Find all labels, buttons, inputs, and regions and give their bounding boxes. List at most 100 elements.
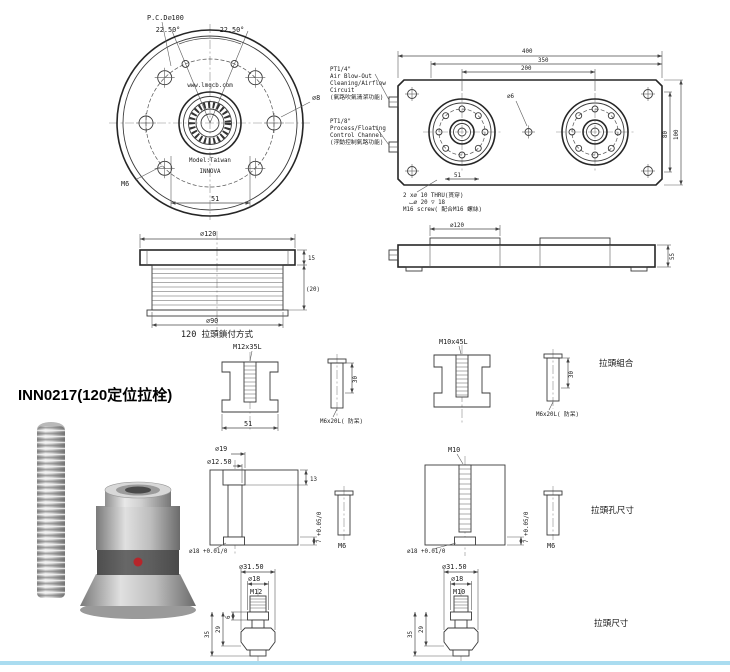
bore18-label: ⌀18 +0.01/0 [189, 549, 228, 555]
m12-label: M12 [250, 588, 262, 596]
dim-6-label: 6 [226, 615, 232, 619]
assembly-left-view: M12x35L 30 M6x20L( 防呆) 51 [221, 343, 363, 431]
port-air-line4: Circuit [330, 88, 354, 94]
flange-side-view: ⌀120 15 (20) ⌀90 120 拉頭鎖付 [139, 230, 320, 340]
plate-corner-holes [404, 86, 656, 179]
plate-center-hole [522, 125, 535, 139]
note-line2: ⌴⌀ 20 ▽ 18 [409, 200, 446, 206]
dim-15: 15 [297, 249, 315, 266]
pin-callout: M6x20L( 防呆) [320, 408, 363, 425]
port-air-line2: Air Blow-Out [330, 74, 372, 80]
tapped-hole [454, 464, 476, 546]
dia18-label: ⌀18 [248, 575, 260, 583]
m10x45l-label: M10x45L [439, 338, 468, 346]
dim-dia120-boss: ⌀120 [429, 223, 501, 236]
dim-51-plate-label: 51 [454, 173, 461, 179]
depth7-label: 7 +0.05/0 [317, 511, 323, 543]
model-text: Model:Taiwan [189, 158, 231, 164]
dia90-label: ⌀90 [206, 317, 218, 325]
brand-text: INNOVA [200, 169, 221, 175]
dim-35: 35 [205, 612, 250, 657]
dim-29-label: 29 [419, 626, 425, 633]
product-title: INN0217(120定位拉栓) [18, 387, 173, 404]
port-air-line3: Cleaning/Airflow [330, 81, 386, 87]
section-label-stud: 拉頭尺寸 [594, 617, 629, 629]
depth7-label: 7 +0.05/0 [524, 511, 530, 543]
dia3150-label: ⌀31.50 [442, 563, 467, 571]
angle-construction-lines [171, 30, 249, 124]
dim-dia19: ⌀19 [215, 445, 246, 468]
dim-dia18: ⌀18 [247, 575, 269, 610]
dim-35-label: 35 [205, 631, 211, 638]
dim-55: 55 [657, 244, 676, 268]
pin-callout: M6x20L( 防呆) [536, 401, 579, 418]
lock-pin-section [327, 354, 347, 416]
dim-80-label: 80 [663, 131, 669, 138]
dim-13-label: 13 [310, 477, 317, 483]
dim-400: 400 [397, 49, 663, 78]
holder-section [221, 361, 279, 413]
dim-dia18: ⌀18 [450, 575, 472, 610]
dim-51-assembly-label: 51 [244, 420, 252, 428]
website-text: www.lmqcb.com [187, 83, 233, 89]
stud-profile [443, 595, 479, 657]
dim-29: 29 [419, 612, 444, 647]
dim-thread-callout: M10x45L [439, 338, 468, 355]
dim-20: (20) [285, 265, 320, 311]
angle-left-label: 22.50° [156, 26, 181, 34]
dim-m12: M12 [250, 588, 262, 596]
bolt-holes [135, 59, 285, 179]
dim-200: 200 [461, 66, 596, 91]
air-fitting-bottom [388, 141, 399, 153]
port-air-line5: (氣路吹氣清潔功能) [330, 93, 383, 101]
dia3150-label: ⌀31.50 [239, 563, 264, 571]
clamp-feature-left [423, 93, 501, 171]
dim-dia120: ⌀120 [139, 230, 296, 248]
angle-right-label: 22.50° [220, 26, 245, 34]
dim-51: 51 [170, 156, 251, 207]
dim-center-hole: ⌀6 [507, 94, 528, 127]
dim-m10: M10 [448, 446, 464, 465]
block-section [209, 469, 299, 546]
dia1250-label: ⌀12.50 [207, 458, 232, 466]
dim-bore18: ⌀18 +0.01/0 [189, 542, 228, 555]
dim-20-label: (20) [306, 287, 320, 293]
m6-pin-section: M6 [543, 486, 563, 550]
center-hole-label: ⌀6 [507, 94, 514, 100]
m6-label: M6 [338, 542, 346, 550]
dim-35: 35 [408, 612, 453, 657]
dim-pcd: P.C.D⌀100 [147, 14, 184, 67]
air-fitting-top [388, 96, 399, 108]
dim-350-label: 350 [538, 58, 549, 64]
dim-thread-callout: M12x35L [233, 343, 262, 362]
port-process-line2: Process/Floating [330, 126, 386, 132]
m6-label: M6 [121, 180, 129, 188]
flange-front-view: P.C.D⌀100 22.50° 22.50° www.lmqcb.com Mo… [109, 14, 320, 220]
flange-side-caption: 120 拉頭鎖付方式 [181, 328, 254, 340]
dim-80: 80 [663, 91, 672, 173]
note-line1: 2 x⌀ 10 THRU(貫穿) [403, 191, 463, 199]
dim-100-label: 100 [674, 129, 680, 140]
dim-depth7: 7 +0.05/0 [507, 511, 530, 546]
side-fitting [388, 249, 399, 261]
plate-side-view: ⌀120 55 [388, 223, 676, 272]
assembly-right-view: M10x45L 30 M6x20L( 防呆) 拉頭組合 [433, 338, 634, 425]
dim-depth7: 7 +0.05/0 [300, 511, 323, 546]
stud-photo [37, 422, 65, 598]
dim-15-label: 15 [308, 256, 315, 262]
dim-200-label: 200 [521, 66, 532, 72]
section-label-hole: 拉頭孔尺寸 [591, 504, 634, 516]
section-label-assembly: 拉頭組合 [599, 357, 634, 369]
port-process-line4: (浮動控制氣路功能) [330, 138, 383, 146]
dim-30-label: 30 [353, 376, 359, 383]
dim-hole-dia: ⌀8 [280, 94, 320, 118]
port-air-line1: PT1/4" [330, 67, 351, 73]
hole-detail-left-view: ⌀19 ⌀12.50 13 ⌀18 +0.01/0 7 +0.05/0 [189, 445, 354, 556]
stud-profile [240, 595, 276, 657]
dim-350: 350 [430, 58, 662, 78]
counterbore-note: 2 x⌀ 10 THRU(貫穿) ⌴⌀ 20 ▽ 18 M16 screw( 配… [403, 179, 482, 213]
dim-thread: M6 [121, 165, 163, 188]
dim-30: 30 [345, 362, 359, 394]
dim-30: 30 [561, 357, 575, 389]
